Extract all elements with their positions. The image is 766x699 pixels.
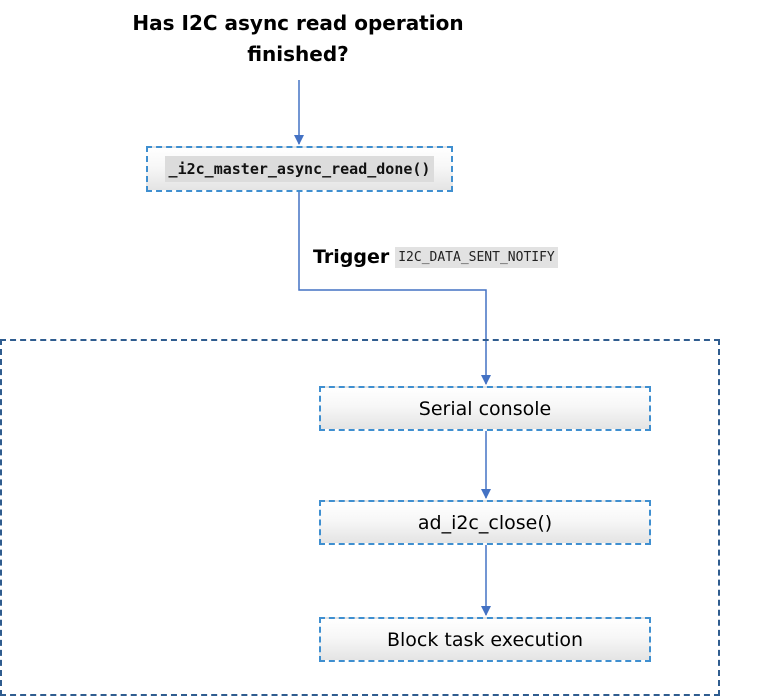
async-read-done-box: _i2c_master_async_read_done() (146, 146, 453, 192)
trigger-signal: I2C_DATA_SENT_NOTIFY (395, 246, 558, 268)
async-read-done-label: _i2c_master_async_read_done() (164, 156, 435, 182)
serial-console-box: Serial console (319, 386, 651, 431)
i2c-close-label: ad_i2c_close() (417, 511, 553, 534)
block-task-box: Block task execution (319, 617, 651, 662)
trigger-word: Trigger (313, 246, 390, 268)
i2c-close-box: ad_i2c_close() (319, 500, 651, 545)
serial-console-label: Serial console (418, 397, 552, 420)
arrow-async-done-to-serial-console (298, 192, 491, 385)
task-group-box (0, 339, 720, 696)
trigger-annotation: Trigger I2C_DATA_SENT_NOTIFY (313, 246, 558, 268)
diagram-title: Has I2C async read operation finished? (132, 11, 464, 66)
block-task-label: Block task execution (386, 628, 584, 651)
